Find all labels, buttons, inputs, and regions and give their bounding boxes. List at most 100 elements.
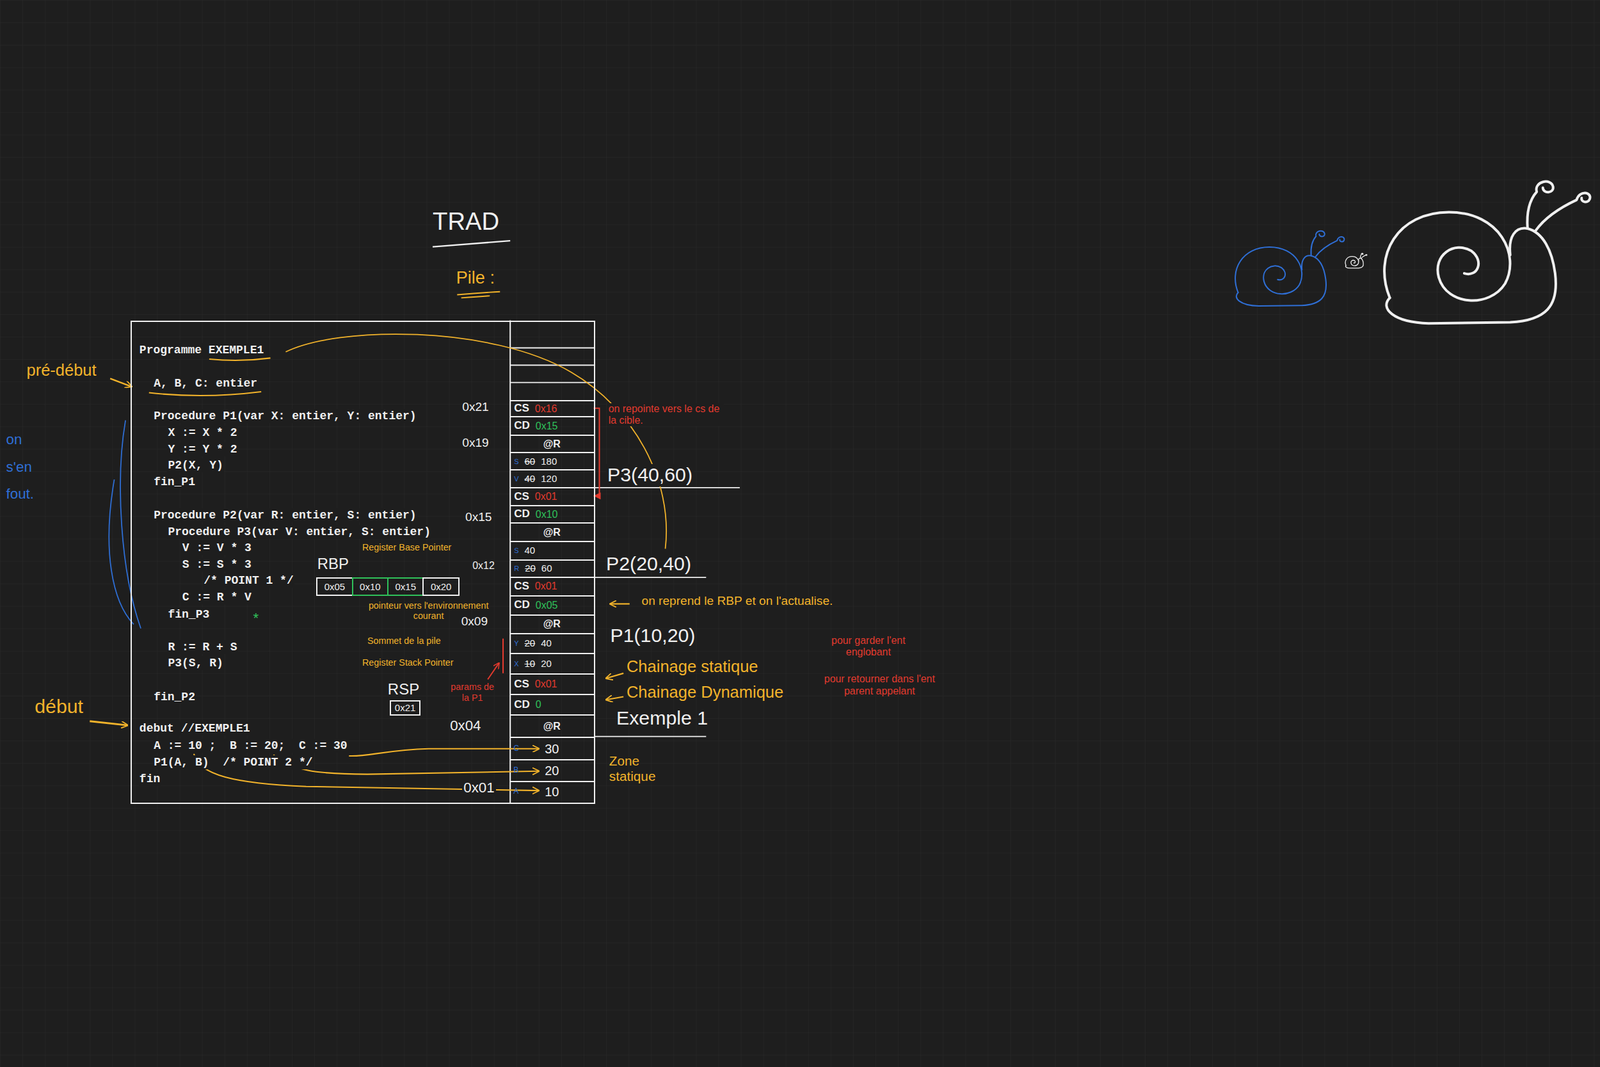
cell-field: CD bbox=[513, 508, 530, 521]
cell-field: 40 bbox=[524, 545, 536, 557]
stack-cell: @R bbox=[510, 434, 594, 452]
stack-cell: B 20 bbox=[510, 759, 594, 781]
annotation-label: RBP bbox=[317, 554, 349, 573]
code-line: S := S * 3 bbox=[181, 557, 253, 572]
cell-field: 0x01 bbox=[535, 490, 558, 503]
cell-field: 0x01 bbox=[535, 580, 558, 592]
annotation-label: 0x21 bbox=[462, 400, 489, 415]
leader-arrow bbox=[606, 673, 624, 679]
heading-underline bbox=[456, 291, 500, 299]
cell-field: 10 bbox=[544, 784, 559, 799]
snail-drawing bbox=[1235, 231, 1344, 306]
cell-field: A bbox=[513, 787, 519, 796]
code-line: fin bbox=[138, 771, 161, 786]
code-line: Procedure P2(var R: entier, S: entier) bbox=[152, 508, 417, 523]
snail-drawing bbox=[1345, 253, 1368, 269]
cell-field: 60 bbox=[524, 456, 536, 468]
diagram-title: TRAD bbox=[432, 207, 500, 236]
stack-cell: CD 0x15 bbox=[510, 416, 594, 435]
cell-field: 30 bbox=[544, 741, 559, 756]
code-line: P2(X, Y) bbox=[167, 458, 224, 473]
code-line: P1(A, B) /* POINT 2 */ bbox=[152, 755, 313, 770]
register-value: 0x10 bbox=[359, 581, 381, 593]
cell-field: CD bbox=[513, 419, 530, 432]
annotation-label: Pile : bbox=[456, 267, 495, 288]
cell-field: @R bbox=[543, 720, 561, 733]
stack-cell: @R bbox=[510, 714, 594, 737]
code-underline bbox=[209, 357, 271, 361]
cell-field: @R bbox=[543, 438, 561, 450]
cell-field: C bbox=[513, 744, 520, 753]
code-line: A := 10 ; B := 20; C := 30 bbox=[152, 738, 348, 753]
cell-field: S bbox=[513, 457, 519, 466]
code-line: A, B, C: entier bbox=[152, 376, 258, 391]
code-listing-panel: Programme EXEMPLE1 A, B, C: entierProcedu… bbox=[130, 320, 595, 805]
empty-stack-cell bbox=[510, 347, 595, 383]
annotation-label: Register Base Pointer bbox=[362, 542, 452, 553]
cell-field: 0x01 bbox=[535, 678, 558, 690]
cell-field: 0x16 bbox=[535, 403, 558, 415]
cell-field: X bbox=[513, 659, 519, 668]
cell-field: 0 bbox=[535, 698, 542, 711]
annotation-label: 0x15 bbox=[465, 510, 492, 525]
annotation-label: params de la P1 bbox=[449, 681, 496, 703]
pointer-arrow bbox=[89, 721, 128, 726]
cell-field: 20 bbox=[524, 638, 536, 649]
register-value: 0x05 bbox=[324, 581, 346, 593]
code-line: fin_P2 bbox=[152, 689, 196, 704]
annotation-label: pour garder l'ent englobant bbox=[811, 634, 927, 659]
annotation-label: Chainage statique bbox=[626, 657, 759, 676]
annotation-label: Chainage Dynamique bbox=[626, 682, 784, 702]
stack-cell: CD0x10 bbox=[510, 504, 594, 523]
stack-cell: CS0x01 bbox=[510, 576, 594, 596]
annotation-label: P3(40,60) bbox=[606, 464, 694, 487]
code-line: P3(S, R) bbox=[167, 656, 224, 671]
annotation-label: 0x04 bbox=[449, 717, 481, 735]
cell-field: @R bbox=[543, 526, 561, 539]
register-value: 0x21 bbox=[389, 700, 422, 716]
code-line: /* POINT 1 */ bbox=[202, 573, 294, 588]
annotation-label: on repointe vers le cs de la cible. bbox=[607, 403, 725, 427]
annotation-label: Sommet de la pile bbox=[367, 635, 441, 646]
annotation-label: début bbox=[34, 695, 84, 719]
cell-field: 40 bbox=[540, 638, 552, 649]
annotation-label: 0x09 bbox=[461, 614, 488, 629]
cell-field: CS bbox=[513, 678, 530, 691]
code-line: Programme EXEMPLE1 bbox=[138, 343, 265, 358]
code-line: X := X * 2 bbox=[167, 425, 238, 440]
stack-cell: A 10 bbox=[510, 780, 594, 802]
cell-field: 20 bbox=[544, 763, 559, 778]
cell-field: CD bbox=[513, 599, 530, 612]
cell-field: R bbox=[513, 564, 520, 573]
leader-arrow bbox=[606, 696, 624, 700]
code-line: Procedure P1(var X: entier, Y: entier) bbox=[152, 408, 417, 424]
pointer-arrow bbox=[110, 378, 132, 387]
register-value: 0x15 bbox=[394, 581, 416, 593]
code-underline bbox=[149, 391, 262, 396]
register-value: 0x20 bbox=[430, 581, 452, 593]
code-line: Procedure P3(var V: entier, S: entier) bbox=[167, 524, 431, 539]
pointer-arrow bbox=[487, 663, 500, 680]
stack-cell: @R bbox=[510, 522, 594, 541]
annotation-label: Zone statique bbox=[609, 753, 671, 784]
cell-field: 10 bbox=[524, 658, 536, 670]
cell-field: CS bbox=[513, 490, 530, 504]
code-line: V := V * 3 bbox=[181, 540, 253, 555]
annotation-label: Register Stack Pointer bbox=[362, 657, 454, 668]
cell-field: 0x05 bbox=[535, 599, 559, 612]
scope-bracket bbox=[108, 479, 134, 624]
cell-field: B bbox=[513, 766, 519, 775]
snail-drawing bbox=[1384, 181, 1590, 324]
leader-arrow bbox=[609, 602, 630, 605]
cell-field: 60 bbox=[541, 563, 553, 575]
code-line: fin_P3 bbox=[167, 607, 210, 622]
stack-cell: X1020 bbox=[510, 652, 594, 674]
cell-field: Y bbox=[513, 639, 519, 648]
annotation-label: * bbox=[252, 609, 259, 627]
code-line: C := R * V bbox=[181, 590, 253, 605]
cell-field: CS bbox=[513, 402, 530, 415]
annotation-label: 0x12 bbox=[472, 560, 495, 572]
cell-field: 0x15 bbox=[535, 420, 559, 432]
